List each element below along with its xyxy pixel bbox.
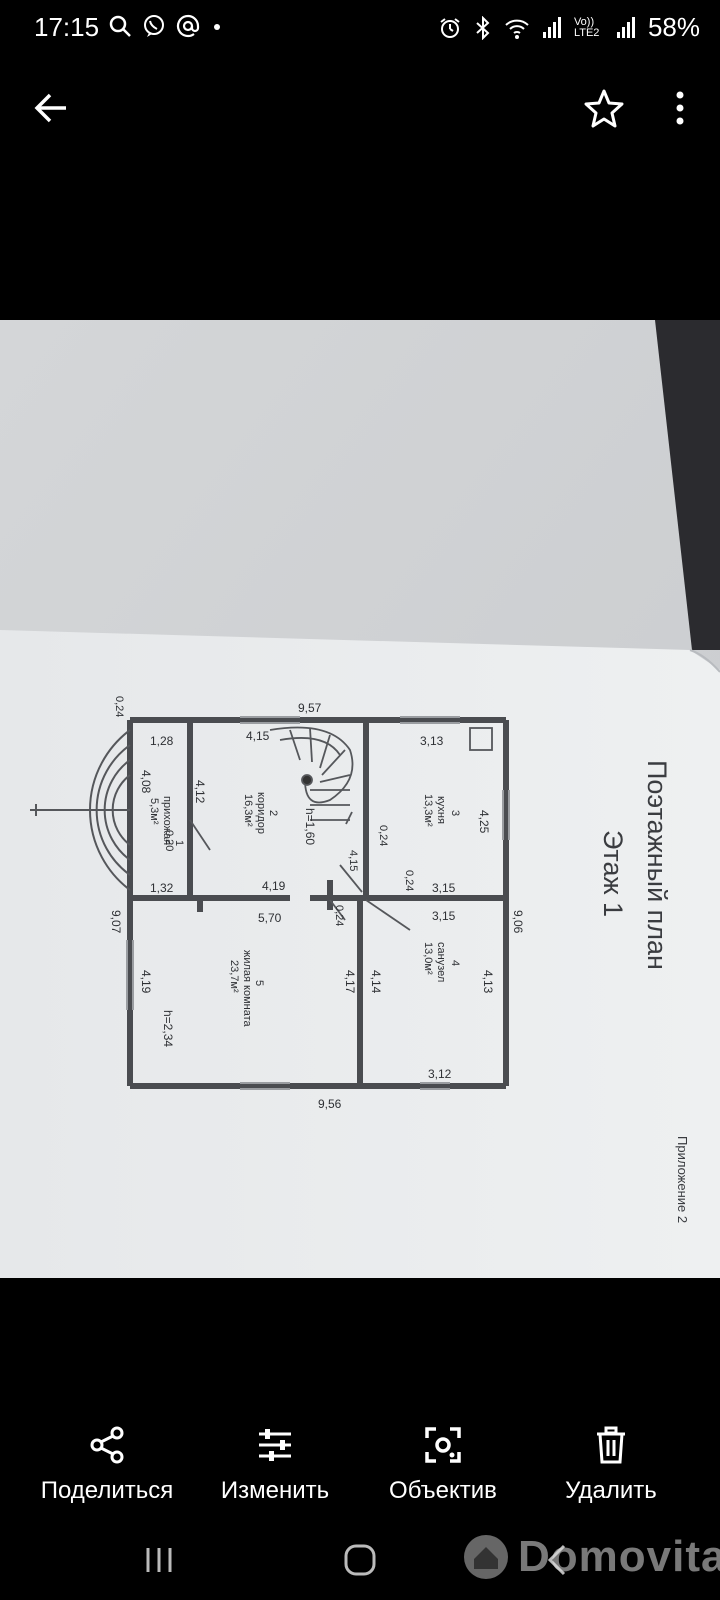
star-outline-icon[interactable] — [582, 86, 626, 130]
dim-024c: 0,24 — [403, 870, 415, 891]
watermark: Domovita — [462, 1532, 720, 1582]
bluetooth-icon — [476, 15, 490, 40]
svg-text:5,3м²: 5,3м² — [148, 798, 160, 825]
lens-label: Объектив — [389, 1477, 497, 1504]
edit-label: Изменить — [220, 1477, 330, 1504]
svg-text:5: 5 — [253, 980, 265, 986]
status-time: 17:15 — [34, 12, 100, 42]
dim-312: 3,12 — [428, 1067, 452, 1081]
back-icon[interactable] — [540, 1540, 574, 1580]
svg-text:кухня: кухня — [435, 796, 447, 824]
dim-right: 9,06 — [511, 910, 525, 934]
room-height: h=2,34 — [161, 1010, 175, 1047]
dim-left: 9,07 — [109, 910, 123, 934]
delete-button[interactable]: Удалить — [526, 1425, 696, 1505]
share-button[interactable]: Поделиться — [22, 1425, 192, 1505]
dim-415b: 4,15 — [347, 850, 359, 871]
watermark-text: Domovita — [518, 1532, 720, 1581]
dim-315a: 3,15 — [432, 881, 456, 895]
dim-419b: 4,19 — [139, 970, 153, 994]
dim-024b: 0,24 — [377, 825, 389, 846]
svg-text:1: 1 — [173, 840, 185, 846]
dim-top: 9,57 — [298, 701, 322, 715]
delete-label: Удалить — [565, 1477, 657, 1504]
arrow-back-icon[interactable] — [30, 86, 74, 130]
dim-417: 4,17 — [343, 970, 357, 994]
dim-419a: 4,19 — [262, 879, 286, 893]
dim-415: 4,15 — [246, 729, 270, 743]
svg-text:23,7м²: 23,7м² — [228, 960, 240, 993]
svg-text:13,0м²: 13,0м² — [422, 942, 434, 975]
top-toolbar — [0, 68, 720, 148]
more-vert-icon[interactable] — [664, 86, 696, 130]
dim-024d: 0,24 — [333, 905, 345, 926]
svg-text:16,3м²: 16,3м² — [242, 794, 254, 827]
dot-icon — [214, 24, 220, 30]
svg-text:2: 2 — [267, 810, 279, 816]
svg-text:4: 4 — [449, 960, 461, 966]
signal-icon — [542, 16, 561, 38]
appliance-symbol — [469, 727, 493, 751]
floor-plan-photo: 9,57 9,56 9,06 9,07 0,24 1,28 4,15 3,13 … — [0, 320, 720, 1278]
action-bar: Поделиться Изменить Объектив Удалить — [0, 1425, 720, 1515]
battery-level: 58% — [647, 12, 700, 42]
status-bar: 17:15 Vo)) LTE2 58% — [0, 0, 720, 52]
dim-315b: 3,15 — [432, 909, 456, 923]
search-icon — [109, 15, 131, 37]
photo-viewer[interactable]: 9,57 9,56 9,06 9,07 0,24 1,28 4,15 3,13 … — [0, 320, 720, 1278]
sliders-icon — [259, 1429, 291, 1461]
dim-408: 4,08 — [139, 770, 153, 794]
lens-button[interactable]: Объектив — [358, 1425, 528, 1505]
lens-icon — [425, 1427, 461, 1463]
svg-text:прихожая: прихожая — [161, 796, 173, 845]
svg-text:13,3м²: 13,3м² — [422, 794, 434, 827]
dim-570: 5,70 — [258, 911, 282, 925]
home-icon[interactable] — [340, 1540, 380, 1580]
share-label: Поделиться — [40, 1477, 174, 1504]
dim-425: 4,25 — [477, 810, 491, 834]
room-2-label: 2 коридор 16,3м² — [242, 792, 279, 834]
viber-icon — [144, 15, 164, 37]
volte-icon: Vo)) LTE2 — [573, 15, 600, 39]
dim-020: 0,20 — [163, 830, 175, 851]
dim-313: 3,13 — [420, 734, 444, 748]
dim-128: 1,28 — [150, 734, 174, 748]
wifi-icon — [505, 19, 529, 39]
plan-title: Поэтажный план — [642, 760, 672, 970]
plan-subtitle: Этаж 1 — [598, 830, 628, 917]
at-icon — [176, 14, 200, 38]
room-1-label: 1 прихожая 5,3м² — [148, 796, 185, 846]
navigation-bar — [0, 1526, 720, 1600]
signal-icon — [616, 16, 635, 38]
dim-bottom: 9,56 — [318, 1097, 342, 1111]
edit-button[interactable]: Изменить — [190, 1425, 360, 1505]
dim-412: 4,12 — [193, 780, 207, 804]
recent-apps-icon[interactable] — [142, 1540, 176, 1580]
svg-text:коридор: коридор — [255, 792, 267, 834]
dim-414: 4,14 — [369, 970, 383, 994]
alarm-icon — [440, 17, 460, 38]
stairs-height: h=1,60 — [303, 808, 317, 845]
dim-132: 1,32 — [150, 881, 174, 895]
background-shadow — [655, 320, 720, 650]
svg-text:санузел: санузел — [435, 942, 447, 982]
dim-413: 4,13 — [481, 970, 495, 994]
svg-text:жилая комната: жилая комната — [241, 950, 253, 1028]
room-3-label: 3 кухня 13,3м² — [422, 794, 461, 827]
trash-icon — [597, 1426, 625, 1464]
floor-plan-walls — [127, 717, 509, 1089]
svg-text:3: 3 — [449, 810, 461, 816]
room-5-label: 5 жилая комната 23,7м² — [228, 950, 265, 1028]
staircase — [269, 726, 354, 825]
dim-wall-top: 0,24 — [113, 696, 125, 717]
room-4-label: 4 санузел 13,0м² — [422, 942, 461, 982]
domovita-logo-icon — [464, 1535, 508, 1579]
share-icon — [90, 1426, 124, 1464]
appendix-label: Приложение 2 — [675, 1136, 690, 1223]
porch-arcs — [30, 729, 131, 891]
